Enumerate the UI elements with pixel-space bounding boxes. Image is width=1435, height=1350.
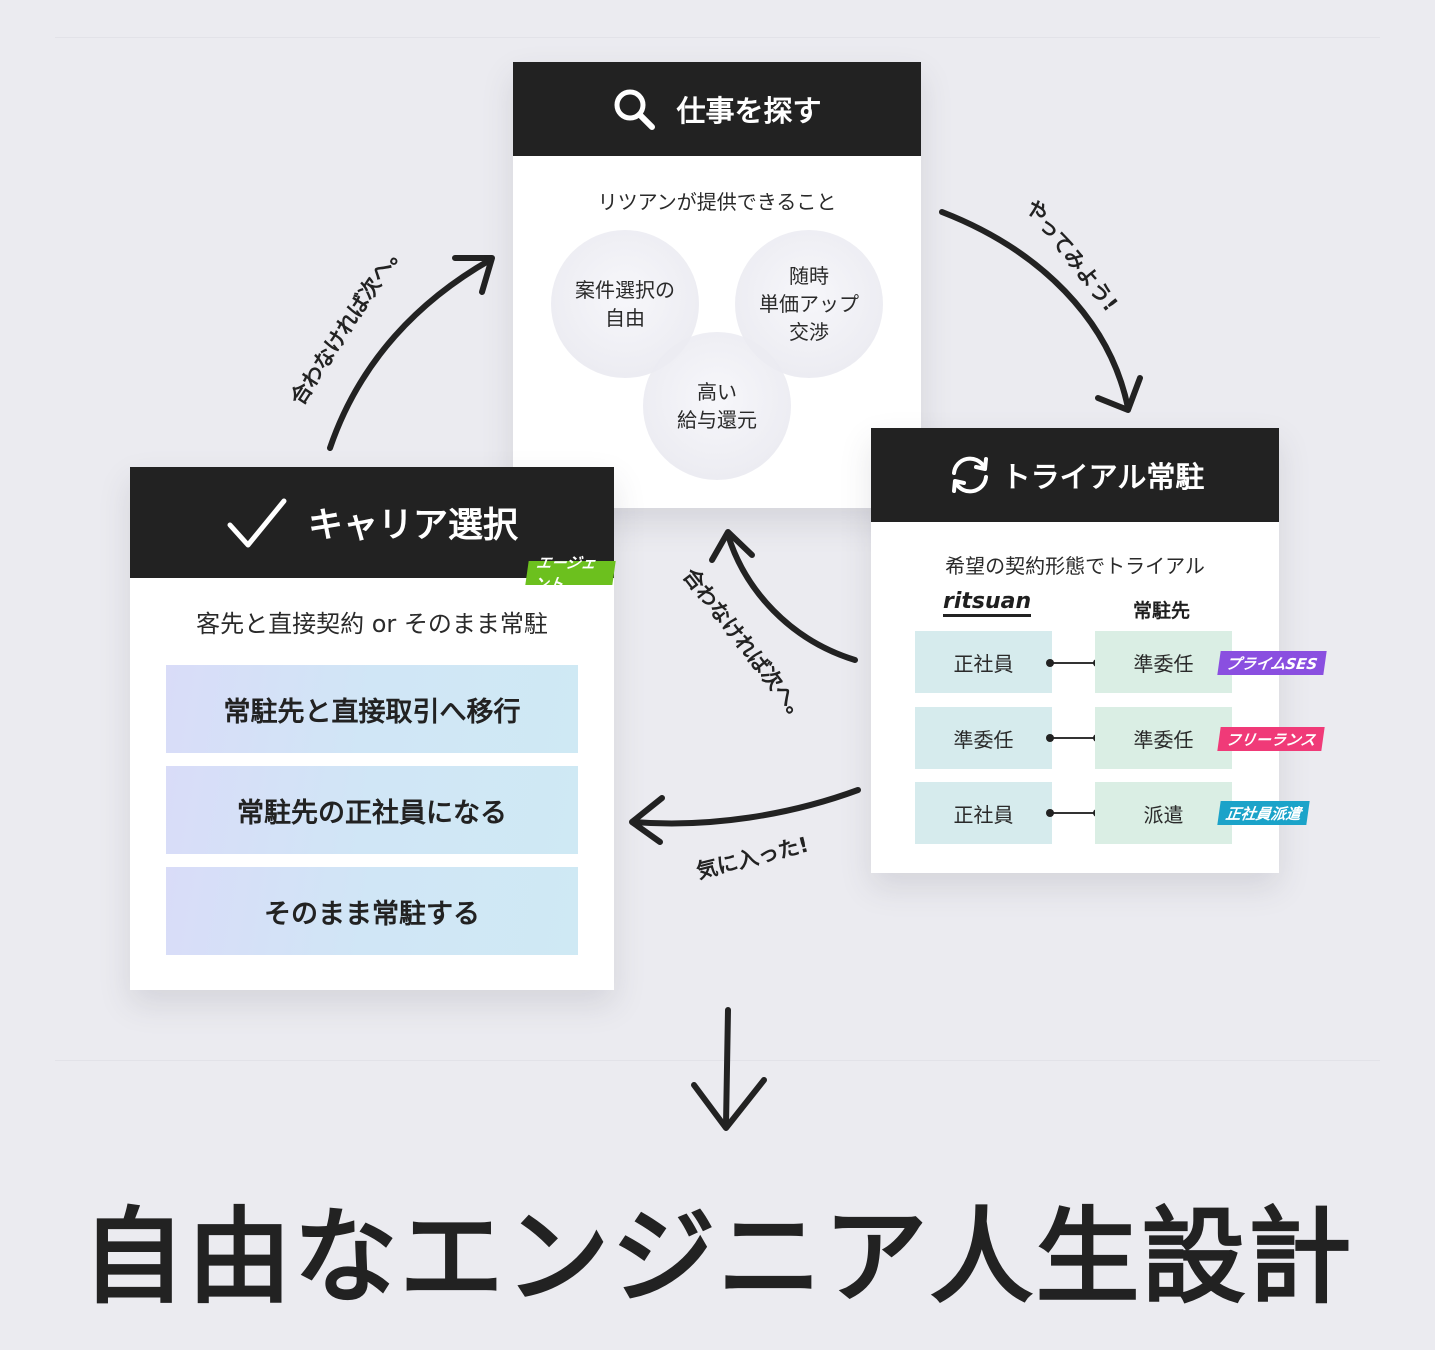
career-card: キャリア選択 エージェント 客先と直接契約 or そのまま常駐 常駐先と直接取引… bbox=[130, 467, 616, 990]
refresh-icon bbox=[946, 453, 994, 497]
trial-card-subtitle: 希望の契約形態でトライアル bbox=[945, 554, 1205, 578]
search-icon bbox=[612, 87, 656, 131]
career-card-header: キャリア選択 bbox=[130, 467, 614, 578]
contract-cell-ritsuan: 準委任 bbox=[915, 707, 1052, 769]
headline: 自由なエンジニア人生設計 bbox=[81, 1196, 1354, 1318]
agent-badge: エージェント bbox=[525, 554, 616, 593]
career-card-title: キャリア選択 bbox=[307, 506, 518, 546]
arrow-trial-to-career bbox=[631, 787, 861, 827]
search-card-title: 仕事を探す bbox=[676, 94, 822, 128]
prime-ses-tag: プライムSES bbox=[1217, 651, 1327, 675]
contract-link bbox=[1046, 734, 1101, 742]
top-divider bbox=[55, 37, 1380, 38]
arrow-trial-to-search bbox=[725, 532, 858, 663]
contract-cell-ritsuan: 正社員 bbox=[915, 782, 1052, 844]
check-icon bbox=[226, 497, 288, 549]
arrow-career-to-search bbox=[327, 257, 493, 451]
contract-cell-ritsuan: 正社員 bbox=[915, 631, 1052, 693]
search-card: 仕事を探す リツアンが提供できること 案件選択の 自由 随時 単価アップ 交渉 … bbox=[513, 62, 921, 508]
bottom-divider bbox=[55, 1060, 1380, 1061]
career-option: 常駐先と直接取引へ移行 bbox=[166, 665, 578, 753]
arrow-trial-to-career-head bbox=[629, 795, 665, 845]
arrow-career-to-search-head bbox=[452, 255, 495, 295]
contract-cell-client: 派遣 bbox=[1095, 782, 1232, 844]
career-card-subtitle: 客先と直接契約 or そのまま常駐 bbox=[196, 610, 548, 638]
contract-link bbox=[1046, 659, 1101, 667]
contract-cell-client: 準委任 bbox=[1095, 707, 1232, 769]
freelance-tag: フリーランス bbox=[1217, 727, 1325, 751]
contract-cell-client: 準委任 bbox=[1095, 631, 1232, 693]
arrow-down bbox=[723, 1007, 731, 1128]
arrow-search-to-trial-head bbox=[1095, 375, 1143, 413]
search-card-header: 仕事を探す bbox=[513, 62, 921, 156]
arrow-trial-to-search-head bbox=[709, 529, 755, 563]
arrow-down-head bbox=[691, 1077, 767, 1131]
trial-card-header: トライアル常駐 bbox=[871, 428, 1279, 522]
ritsuan-logo: ritsuan bbox=[943, 591, 1032, 617]
trial-card-title: トライアル常駐 bbox=[1001, 460, 1205, 494]
trial-card: トライアル常駐 希望の契約形態でトライアル ritsuan 常駐先 正社員 準委… bbox=[871, 428, 1327, 873]
dispatch-tag: 正社員派遣 bbox=[1217, 801, 1310, 825]
benefit-circle: 高い 給与還元 bbox=[643, 332, 791, 480]
column-header-client: 常駐先 bbox=[1133, 600, 1191, 622]
career-option: そのまま常駐する bbox=[166, 867, 578, 955]
career-option: 常駐先の正社員になる bbox=[166, 766, 578, 854]
contract-link bbox=[1046, 809, 1101, 817]
search-card-subtitle: リツアンが提供できること bbox=[597, 190, 837, 214]
arrow-search-to-trial bbox=[939, 209, 1131, 411]
